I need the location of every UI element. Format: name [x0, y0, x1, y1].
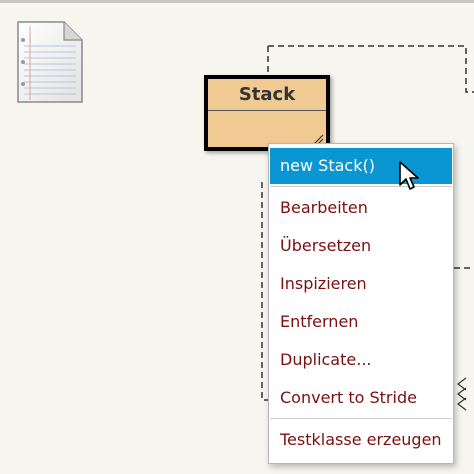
mouse-pointer-icon [399, 161, 419, 190]
menu-item-convert-to-stride[interactable]: Convert to Stride [280, 388, 417, 407]
class-name-label: Stack [208, 79, 326, 111]
note-page-icon[interactable] [12, 18, 88, 106]
top-border [0, 0, 474, 3]
menu-separator [270, 418, 452, 419]
menu-item-new-stack[interactable]: new Stack() [270, 148, 452, 184]
menu-item-testklasse-erzeugen[interactable]: Testklasse erzeugen [280, 430, 442, 449]
menu-item-bearbeiten[interactable]: Bearbeiten [280, 198, 368, 217]
menu-separator [270, 186, 452, 187]
menu-item-duplicate[interactable]: Duplicate... [280, 350, 372, 369]
menu-item-inspizieren[interactable]: Inspizieren [280, 274, 367, 293]
menu-item-uebersetzen[interactable]: Übersetzen [280, 236, 372, 255]
menu-item-entfernen[interactable]: Entfernen [280, 312, 359, 331]
class-box-stack[interactable]: Stack [204, 75, 330, 151]
context-menu: new Stack() Bearbeiten Übersetzen Inspiz… [268, 143, 454, 464]
